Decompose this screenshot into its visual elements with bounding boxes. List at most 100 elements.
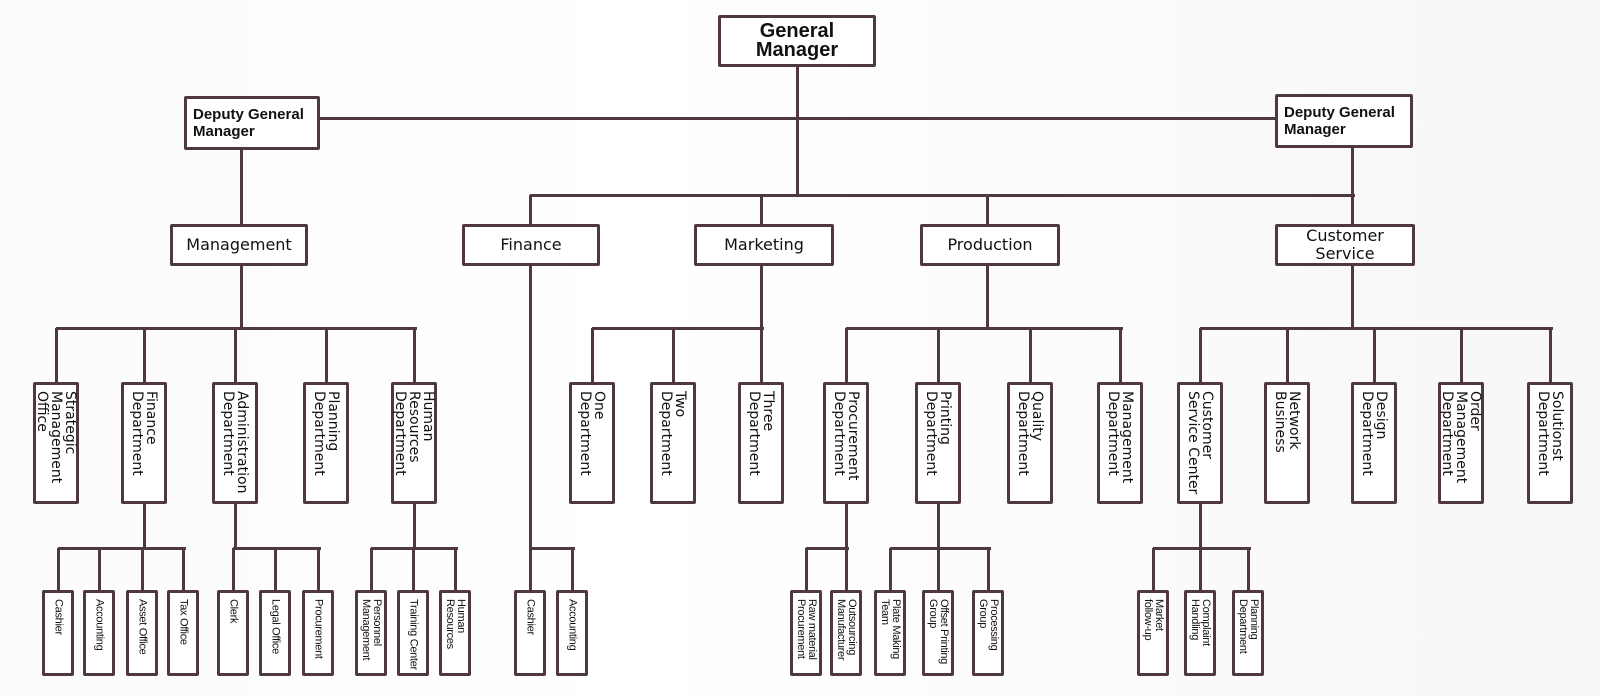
department-box[interactable]: Human Resources Department — [391, 382, 437, 504]
unit-box[interactable]: Accounting — [556, 590, 588, 676]
unit-trunk-line — [1199, 504, 1202, 548]
department-box[interactable]: Printing Department — [915, 382, 961, 504]
deputy-connector-line — [320, 117, 1278, 120]
unit-box[interactable]: Raw material Procurement — [790, 590, 822, 676]
unit-drop-line — [1247, 548, 1250, 590]
unit-drop-line — [412, 548, 415, 590]
unit-box[interactable]: Personnel Management — [355, 590, 387, 676]
unit-drop-line — [317, 548, 320, 590]
department-box[interactable]: Two Department — [650, 382, 696, 504]
unit-box[interactable]: Planning Department — [1232, 590, 1264, 676]
department-box-label: Procurement Department — [831, 391, 861, 481]
department-drop-line — [591, 328, 594, 382]
division-box-3[interactable]: Production — [920, 224, 1060, 266]
division-box-1[interactable]: Finance — [462, 224, 600, 266]
unit-bar-line — [58, 547, 186, 550]
unit-box-label: Accounting — [93, 599, 106, 651]
department-bar-line — [846, 327, 1123, 330]
unit-box[interactable]: Accounting — [83, 590, 115, 676]
department-drop-line — [1549, 328, 1552, 382]
unit-box[interactable]: Cashier — [514, 590, 546, 676]
department-box-label: Strategic Management Office — [34, 391, 78, 484]
unit-box-label: Complaint Handling — [1189, 599, 1212, 646]
department-drop-line — [937, 328, 940, 382]
unit-box[interactable]: Human Resources — [439, 590, 471, 676]
department-box-label: One Department — [577, 391, 607, 476]
department-box-label: Finance Department — [129, 391, 159, 476]
unit-bar-line — [233, 547, 321, 550]
division-box-2[interactable]: Marketing — [694, 224, 834, 266]
division-box-4[interactable]: Customer Service — [1275, 224, 1415, 266]
unit-drop-line — [845, 548, 848, 590]
department-box[interactable]: Procurement Department — [823, 382, 869, 504]
department-box[interactable]: Management Department — [1097, 382, 1143, 504]
unit-box[interactable]: Offset Printing Group — [922, 590, 954, 676]
division-trunk-line — [1351, 266, 1354, 328]
department-box-label: Human Resources Department — [392, 391, 436, 476]
department-drop-line — [325, 328, 328, 382]
department-drop-line — [672, 328, 675, 382]
unit-box[interactable]: Outsourcing Manufacturer — [830, 590, 862, 676]
unit-box[interactable]: Cashier — [42, 590, 74, 676]
department-box[interactable]: One Department — [569, 382, 615, 504]
unit-box[interactable]: Complaint Handling — [1184, 590, 1216, 676]
department-box[interactable]: Strategic Management Office — [33, 382, 79, 504]
unit-box-label: Training Center — [407, 599, 420, 670]
unit-bar-line — [1153, 547, 1251, 550]
department-drop-line — [413, 328, 416, 382]
deputy-general-manager-right-box[interactable]: Deputy General Manager — [1275, 94, 1413, 148]
department-box[interactable]: Network Business — [1264, 382, 1310, 504]
unit-box[interactable]: Tax Office — [167, 590, 199, 676]
unit-box[interactable]: Legal Office — [259, 590, 291, 676]
department-box[interactable]: Customer Service Center — [1177, 382, 1223, 504]
unit-drop-line — [889, 548, 892, 590]
unit-box-label: Offset Printing Group — [927, 599, 950, 664]
unit-box[interactable]: Processing Group — [972, 590, 1004, 676]
department-box[interactable]: Three Department — [738, 382, 784, 504]
department-box[interactable]: Order Management Department — [1438, 382, 1484, 504]
department-box[interactable]: Administration Department — [212, 382, 258, 504]
unit-box[interactable]: Clerk — [217, 590, 249, 676]
department-drop-line — [760, 328, 763, 382]
unit-box[interactable]: Plate Making Team — [874, 590, 906, 676]
department-box[interactable]: Solutionst Department — [1527, 382, 1573, 504]
department-box-label: Network Business — [1272, 391, 1302, 453]
department-drop-line — [1199, 328, 1202, 382]
unit-drop-line — [182, 548, 185, 590]
unit-drop-line — [937, 548, 940, 590]
unit-bar-line — [806, 547, 849, 550]
department-box[interactable]: Planning Department — [303, 382, 349, 504]
department-drop-line — [1460, 328, 1463, 382]
department-box[interactable]: Finance Department — [121, 382, 167, 504]
unit-box-label: Personnel Management — [360, 599, 383, 661]
department-drop-line — [1119, 328, 1122, 382]
deputy-general-manager-left-box[interactable]: Deputy General Manager — [184, 96, 320, 150]
unit-box-label: Processing Group — [977, 599, 1000, 651]
unit-bar-line — [890, 547, 991, 550]
department-box[interactable]: Quality Department — [1007, 382, 1053, 504]
department-drop-line — [1029, 328, 1032, 382]
unit-box[interactable]: Training Center — [397, 590, 429, 676]
division-box-0[interactable]: Management — [170, 224, 308, 266]
unit-box-label: Legal Office — [269, 599, 282, 654]
general-manager-box[interactable]: General Manager — [718, 15, 876, 67]
division-box-0-label: Management — [186, 235, 292, 254]
unit-drop-line — [274, 548, 277, 590]
deputy-general-manager-right-box-label: Deputy General Manager — [1284, 104, 1395, 138]
department-box-label: Three Department — [746, 391, 776, 476]
unit-box[interactable]: Asset Office — [126, 590, 158, 676]
unit-trunk-line — [143, 504, 146, 548]
unit-box[interactable]: Procurement — [302, 590, 334, 676]
department-box-label: Two Department — [658, 391, 688, 476]
division-drop-line — [986, 195, 989, 224]
unit-box-label: Tax Office — [177, 599, 190, 645]
department-box[interactable]: Design Department — [1351, 382, 1397, 504]
unit-drop-line — [57, 548, 60, 590]
unit-box-label: Human Resources — [444, 599, 467, 649]
department-box-label: Management Department — [1105, 391, 1135, 484]
unit-box-label: Plate Making Team — [879, 599, 902, 659]
unit-box-label: Planning Department — [1237, 599, 1260, 654]
unit-drop-line — [454, 548, 457, 590]
unit-box[interactable]: Market follow-up — [1137, 590, 1169, 676]
unit-drop-line — [141, 548, 144, 590]
